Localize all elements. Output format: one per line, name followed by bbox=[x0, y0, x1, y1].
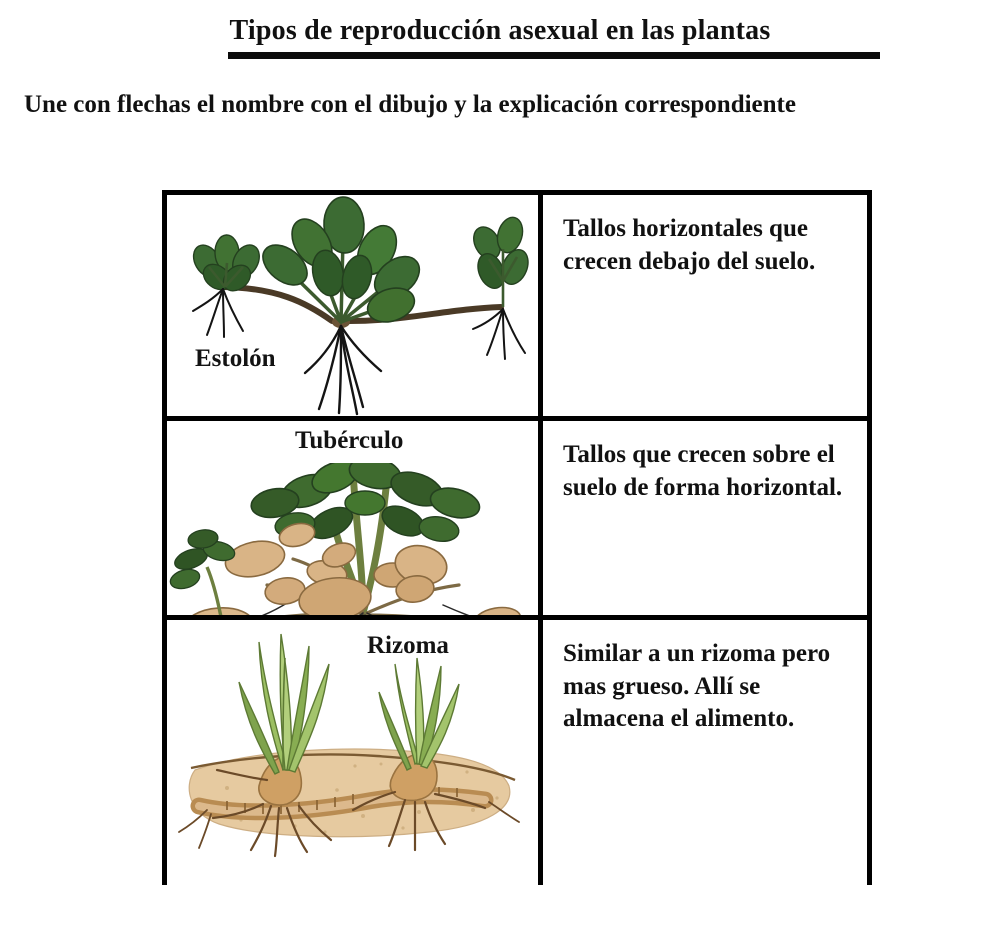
explanation-text: Tallos que crecen sobre el suelo de form… bbox=[563, 441, 843, 501]
title-block: Tipos de reproducción asexual en las pla… bbox=[0, 15, 1000, 46]
illustration-cell-rizoma[interactable]: Rizoma bbox=[167, 620, 543, 885]
picture-label-estolon: Estolón bbox=[195, 345, 276, 372]
picture-label-tuberculo: Tubérculo bbox=[295, 427, 404, 454]
table-row: Tubérculo Tallos que crecen sobre el sue… bbox=[167, 421, 867, 620]
rhizome-illustration bbox=[178, 633, 520, 858]
explanation-cell-2[interactable]: Tallos que crecen sobre el suelo de form… bbox=[543, 421, 867, 615]
illustration-cell-tuberculo[interactable]: Tubérculo bbox=[167, 421, 543, 615]
table-row: Rizoma Similar a un rizoma pero mas grue… bbox=[167, 620, 867, 885]
matching-table: Estolón Tallos horizontales que crecen d… bbox=[162, 190, 872, 885]
explanation-text: Tallos horizontales que crecen debajo de… bbox=[563, 215, 816, 275]
explanation-cell-3[interactable]: Similar a un rizoma pero mas grueso. All… bbox=[543, 620, 867, 885]
title-underline-rule bbox=[228, 52, 880, 59]
illustration-cell-estolon[interactable]: Estolón bbox=[167, 195, 543, 416]
page-title: Tipos de reproducción asexual en las pla… bbox=[229, 15, 771, 46]
strawberry-runner-illustration bbox=[192, 196, 529, 416]
table-row: Estolón Tallos horizontales que crecen d… bbox=[167, 195, 867, 421]
instruction-text: Une con flechas el nombre con el dibujo … bbox=[24, 91, 796, 118]
explanation-cell-1[interactable]: Tallos horizontales que crecen debajo de… bbox=[543, 195, 867, 416]
picture-label-rizoma: Rizoma bbox=[367, 632, 449, 659]
potato-tuber-illustration bbox=[169, 463, 522, 615]
explanation-text: Similar a un rizoma pero mas grueso. All… bbox=[563, 640, 831, 732]
